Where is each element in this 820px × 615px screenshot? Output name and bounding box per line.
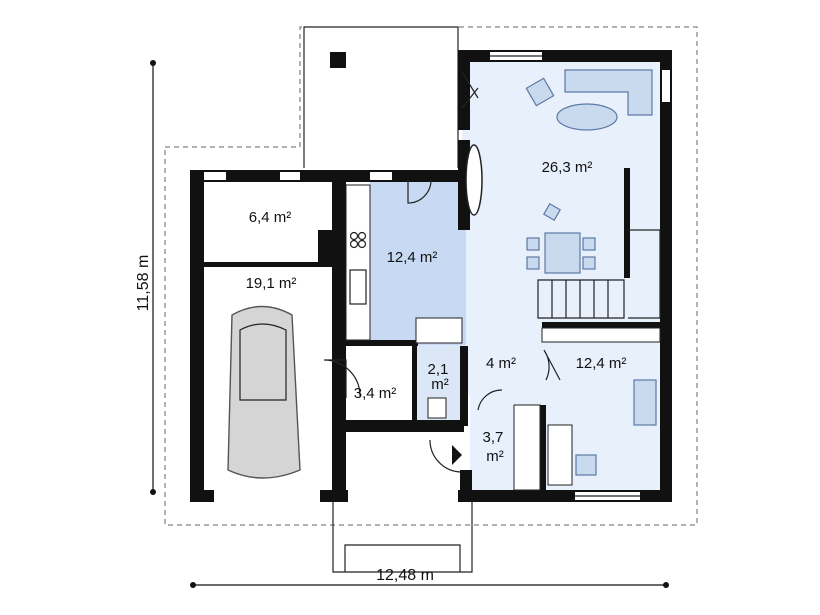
door-hall (477, 389, 503, 411)
fireplace (465, 144, 483, 216)
wall-center-left (458, 50, 470, 130)
roof-outline (164, 26, 698, 526)
room-vestibule-area: 3,7 m² (482, 429, 507, 465)
window-right (662, 70, 670, 102)
wall-utility-bottom (204, 262, 334, 267)
living-floor (462, 62, 663, 490)
room-wc-area: 2,1 m² (427, 361, 452, 393)
room-vestibule-line1: 3,7 (482, 429, 503, 446)
door-kitchen (407, 179, 432, 204)
room-vestibule-line2: m² (486, 448, 504, 465)
door-entry (323, 359, 361, 398)
staircase (537, 279, 625, 319)
kitchen-floor (370, 177, 466, 345)
window-garage-top (204, 172, 226, 180)
column (330, 52, 346, 68)
room-utility-area: 6,4 m² (249, 209, 292, 226)
coffee-table (556, 103, 618, 131)
wall-garage-bottom-l (190, 490, 214, 502)
room-living-area: 26,3 m² (542, 159, 593, 176)
dimension-height-label: 11,58 m (135, 255, 152, 312)
dining-table (544, 232, 581, 274)
porch (332, 490, 473, 573)
wc-toilet (427, 397, 447, 419)
closet (513, 404, 541, 491)
terrace (303, 26, 459, 168)
wall-office-left (540, 405, 546, 493)
sofa (564, 69, 653, 116)
kitchen-island (415, 317, 463, 344)
room-entry-area: 3,4 m² (354, 385, 397, 402)
door-office (543, 349, 561, 381)
wall-vestibule (460, 470, 472, 502)
office-sofa (633, 379, 657, 426)
room-kitchen-area: 12,4 m² (387, 249, 438, 266)
wall-left (190, 170, 204, 502)
room-wc-line1: 2,1 (427, 361, 448, 378)
wall-office-top (542, 322, 660, 328)
dimension-width-label: 12,48 m (376, 567, 434, 584)
wall-wc-right (460, 346, 468, 426)
utility-appliance (318, 230, 334, 264)
wall-stair-right (624, 168, 630, 278)
porch-inner (344, 544, 461, 572)
room-office-area: 12,4 m² (576, 355, 627, 372)
wardrobe (541, 327, 661, 343)
car-icon (227, 305, 301, 479)
window-kitchen-top (370, 172, 392, 180)
window-utility-top (280, 172, 300, 180)
room-wc-line2: m² (431, 376, 449, 393)
office-chair (575, 454, 597, 476)
wall-wc-left (412, 346, 417, 422)
kitchen-counter (345, 184, 371, 341)
wall-right (660, 50, 672, 502)
office-desk (547, 424, 573, 486)
entrance-arrow (452, 445, 462, 465)
wall-kitchen-bottom (346, 340, 418, 346)
wall-garage-right (332, 170, 346, 502)
room-hall-area: 4 m² (486, 355, 516, 372)
room-garage-area: 19,1 m² (246, 275, 297, 292)
door-terrace (461, 71, 479, 109)
armchair (525, 77, 555, 107)
wall-entry-bottom (346, 420, 464, 432)
wall-top-left (190, 170, 460, 182)
door-vestibule (429, 439, 461, 473)
